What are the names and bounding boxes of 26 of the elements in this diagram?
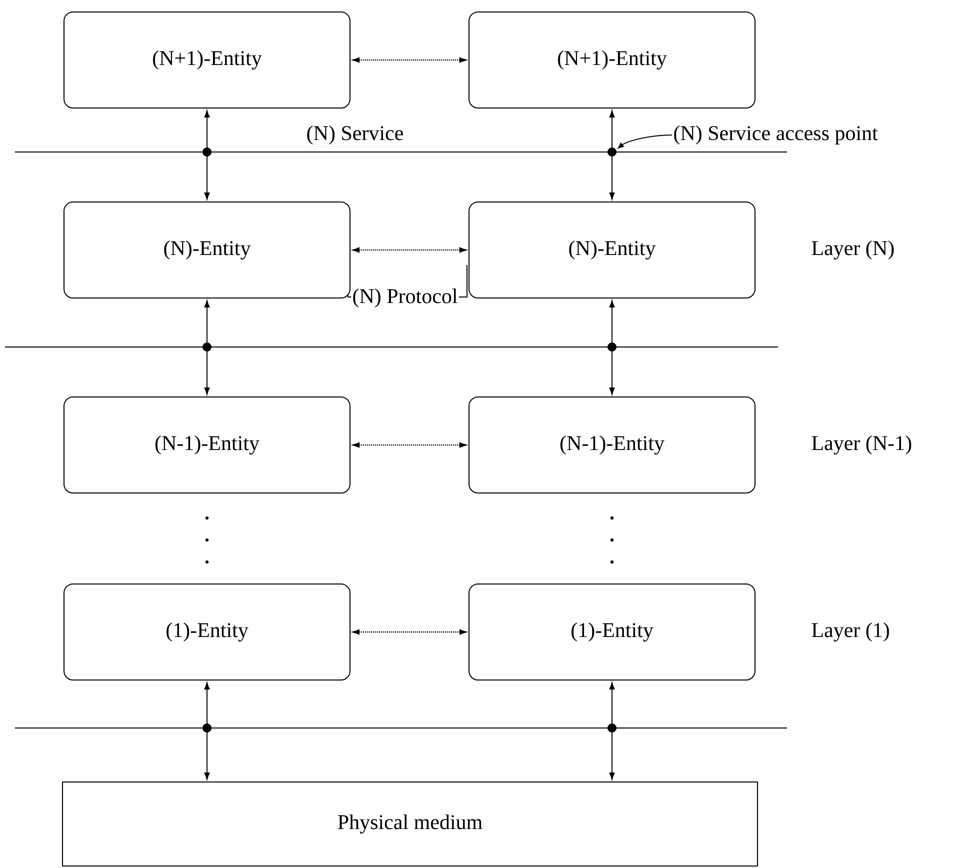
entity-box: (1)-Entity <box>468 584 756 680</box>
arrow <box>352 442 466 448</box>
arrow <box>204 110 210 200</box>
arrow <box>204 682 210 780</box>
arrow <box>352 629 466 635</box>
arrow <box>609 300 615 395</box>
entity-box: (N-1)-Entity <box>468 396 756 494</box>
leader-line <box>618 134 672 148</box>
entity-box: (N)-Entity <box>64 202 350 298</box>
service-label: (N) Service <box>305 124 405 146</box>
entity-box: (N+1)-Entity <box>468 12 756 108</box>
medium-box: Physical medium <box>62 782 758 866</box>
arrow <box>352 57 466 63</box>
access-point-label: (N) Service access point <box>672 124 879 146</box>
arrow <box>609 682 615 780</box>
entity-box: (N+1)-Entity <box>64 12 350 108</box>
layer-label: Layer (N) <box>810 239 896 261</box>
entity-box: (N)-Entity <box>468 202 756 298</box>
arrow <box>352 247 466 253</box>
entity-box: (N-1)-Entity <box>64 396 350 494</box>
entity-box: (1)-Entity <box>64 584 350 680</box>
layer-label: Layer (N-1) <box>810 434 914 456</box>
layer-label: Layer (1) <box>810 621 891 643</box>
protocol-label: (N) Protocol <box>351 287 459 309</box>
arrow <box>609 110 615 200</box>
arrow <box>204 300 210 395</box>
